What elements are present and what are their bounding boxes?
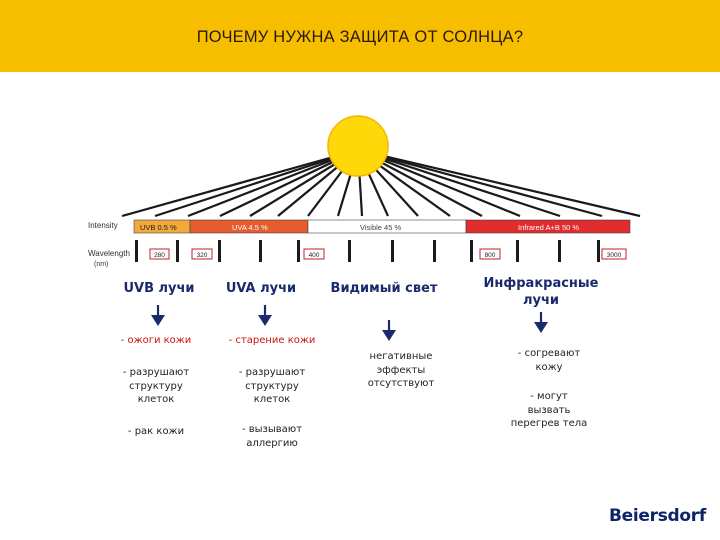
beiersdorf-logo: Beiersdorf — [609, 506, 706, 526]
wavelength-800: 800 — [485, 252, 496, 259]
wavelength-3000: 3000 — [607, 252, 622, 259]
infrared-segment — [465, 219, 631, 234]
infrared-effect-overheating: - могут вызвать перегрев тела — [510, 391, 588, 429]
uva-effect-aging: - старение кожи — [228, 335, 316, 346]
uvb-effect-cancer: - рак кожи — [127, 426, 185, 437]
uva-category-label: UVA лучи — [225, 281, 297, 296]
wavelength-unit: (nm) — [94, 261, 108, 268]
uvb-category-label: UVB лучи — [123, 281, 195, 296]
title-banner: ПОЧЕМУ НУЖНА ЗАЩИТА ОТ СОЛНЦА? — [0, 0, 720, 72]
wavelength-320: 320 — [197, 252, 208, 259]
infrared-arrow-icon — [534, 312, 548, 333]
uvb-segment-label: UVB 0.5 % — [140, 223, 177, 232]
visible-effect-none: негативные эффекты отсутствуют — [367, 351, 435, 389]
uvb-arrow-icon — [151, 305, 165, 326]
intensity-label: Intensity — [88, 221, 118, 230]
infrared-effect-warming: - согревают кожу — [517, 348, 581, 373]
uva-arrow-icon — [258, 305, 272, 326]
visible-segment-label: Visible 45 % — [360, 223, 401, 232]
wavelength-280: 280 — [154, 252, 165, 259]
wavelength-ticks: 280 320 400 800 3000 — [135, 240, 627, 262]
visible-category-label: Видимый свет — [330, 281, 438, 296]
visible-arrow-icon — [382, 320, 396, 341]
uva-segment-label: UVA 4.5 % — [232, 223, 268, 232]
uvb-effect-cell-damage: - разрушают структуру клеток — [122, 367, 190, 405]
infrared-segment-label: Infrared A+B 50 % — [518, 223, 579, 232]
page-title: ПОЧЕМУ НУЖНА ЗАЩИТА ОТ СОЛНЦА? — [196, 28, 524, 46]
wavelength-label: Wavelength — [88, 249, 130, 258]
sun-icon — [327, 115, 389, 177]
uva-effect-cell-damage: - разрушают структуру клеток — [238, 367, 306, 405]
wavelength-400: 400 — [309, 252, 320, 259]
uvb-effect-burns: - ожоги кожи — [120, 335, 192, 346]
infrared-category-label: Инфракрасные лучи — [483, 276, 599, 308]
uva-effect-allergy: - вызывают аллергию — [241, 424, 303, 449]
